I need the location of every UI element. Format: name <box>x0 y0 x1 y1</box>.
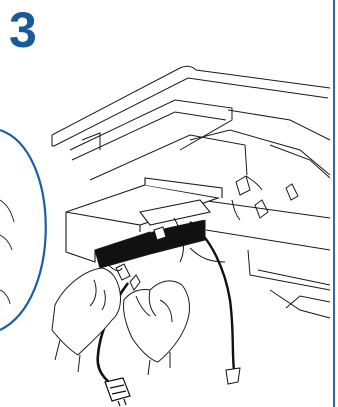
power-cord-plug <box>105 378 130 406</box>
cable-connector <box>226 368 240 384</box>
detail-callout-circle <box>0 130 46 330</box>
hands <box>52 268 189 362</box>
